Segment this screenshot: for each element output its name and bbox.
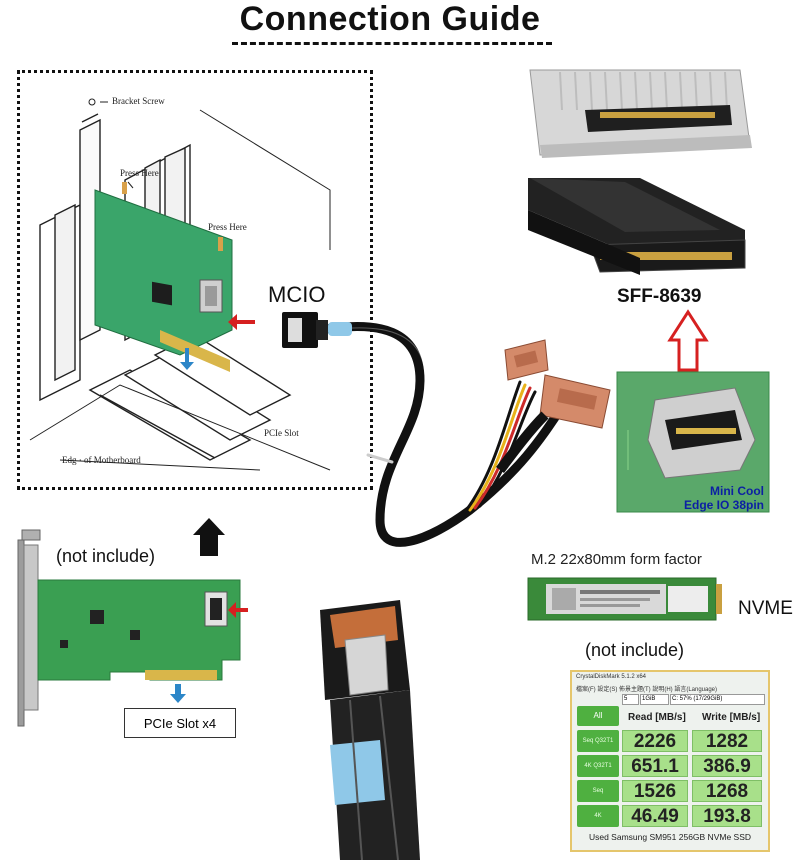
title-underline <box>232 42 552 45</box>
installation-diagram-frame <box>17 70 373 490</box>
cdm-window-title: CrystalDiskMark 5.1.2 x64 <box>576 674 647 680</box>
mcio-connector-closeup <box>320 600 420 860</box>
cdm-count-select: 5 <box>622 694 639 705</box>
mini-cool-text: Mini Cool <box>710 484 764 498</box>
cdm-write-value: 386.9 <box>692 755 762 777</box>
cdm-row-label: 4K Q32T1 <box>577 755 619 777</box>
cdm-read-value: 2226 <box>622 730 688 752</box>
u2-ssd-drive <box>529 69 752 158</box>
cdm-write-header: Write [MB/s] <box>702 712 761 723</box>
cdm-footer-note: Used Samsung SM951 256GB NVMe SSD <box>588 832 752 842</box>
pcie-slot-x4-box: PCIe Slot x4 <box>124 708 236 738</box>
press-here-label: Press Here <box>120 168 159 178</box>
mcio-label: MCIO <box>268 282 326 307</box>
edge-io-text: Edge IO 38pin <box>683 498 764 512</box>
cdm-write-value: 1268 <box>692 780 762 802</box>
sff8639-plug <box>528 178 746 275</box>
nvme-label: NVME <box>738 598 793 619</box>
mcio-cable <box>282 312 565 547</box>
sff8639-label: SFF-8639 <box>617 286 702 307</box>
cdm-row-label: Seq Q32T1 <box>577 730 619 752</box>
cdm-write-value: 1282 <box>692 730 762 752</box>
mini-cool-edge-label: Mini Cool Edge IO 38pin <box>652 484 764 512</box>
m2-nvme-ssd <box>527 577 722 621</box>
page-title: Connection Guide <box>239 0 541 38</box>
pcie-slot-label: PCIe Slot <box>264 428 299 438</box>
adapter-card-photo <box>17 529 248 727</box>
mcio-connector <box>282 312 328 348</box>
cdm-read-value: 46.49 <box>622 805 688 827</box>
cdm-read-value: 1526 <box>622 780 688 802</box>
up-arrow <box>193 518 225 556</box>
sff8639-cable-connector <box>496 374 611 474</box>
diagram-arrows <box>100 101 255 370</box>
cdm-write-value: 193.8 <box>692 805 762 827</box>
red-up-arrow <box>667 309 709 372</box>
press-here-label: Press Here <box>208 222 247 232</box>
cdm-row-label: 4K <box>577 805 619 827</box>
cdm-row-label: Seq <box>577 780 619 802</box>
cdm-size-select: 1GiB <box>640 694 669 705</box>
cdm-all-button: All <box>577 706 619 726</box>
cdm-read-value: 651.1 <box>622 755 688 777</box>
adapter-card-diagram <box>88 98 233 372</box>
bracket-screw-label: Bracket Screw <box>112 96 165 106</box>
m2-form-factor-label: M.2 22x80mm form factor <box>531 551 702 568</box>
cdm-drive-select: C: 57% (17/29GiB) <box>670 694 765 705</box>
motherboard-edge-label: Edg · of Motherboard <box>62 455 141 465</box>
mini-cool-edge-socket <box>616 371 770 513</box>
crystaldiskmark-panel: CrystalDiskMark 5.1.2 x64 檔案(F) 設定(S) 佈景… <box>570 670 770 852</box>
sata-power-connector <box>504 339 549 381</box>
cdm-read-header: Read [MB/s] <box>628 712 686 723</box>
not-include-left-label: (not include) <box>56 546 156 566</box>
not-include-right-label: (not include) <box>585 640 685 660</box>
cdm-menu-bar: 檔案(F) 設定(S) 佈景主題(T) 說明(H) 語言(Language) <box>576 687 718 693</box>
